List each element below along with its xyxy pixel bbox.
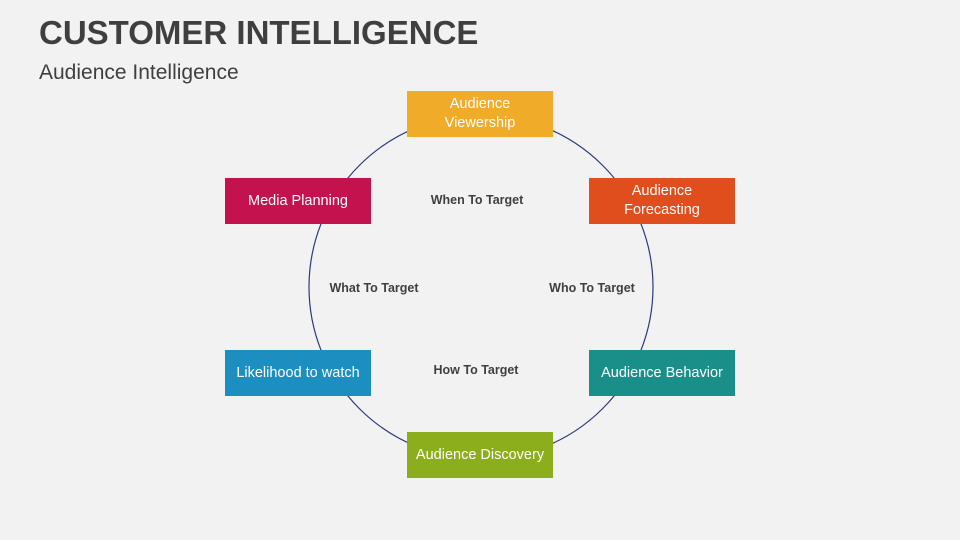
question-how: How To Target: [433, 363, 519, 377]
node-audience-discovery: Audience Discovery: [407, 432, 553, 478]
slide-subtitle: Audience Intelligence: [39, 61, 239, 84]
slide-title: CUSTOMER INTELLIGENCE: [39, 14, 479, 51]
question-what: What To Target: [329, 281, 419, 295]
node-likelihood-to-watch: Likelihood to watch: [225, 350, 371, 396]
node-audience-forecasting: Audience Forecasting: [589, 178, 735, 224]
node-audience-viewership: Audience Viewership: [407, 91, 553, 137]
node-audience-behavior: Audience Behavior: [589, 350, 735, 396]
node-media-planning: Media Planning: [225, 178, 371, 224]
question-when: When To Target: [430, 193, 524, 207]
question-who: Who To Target: [549, 281, 635, 295]
